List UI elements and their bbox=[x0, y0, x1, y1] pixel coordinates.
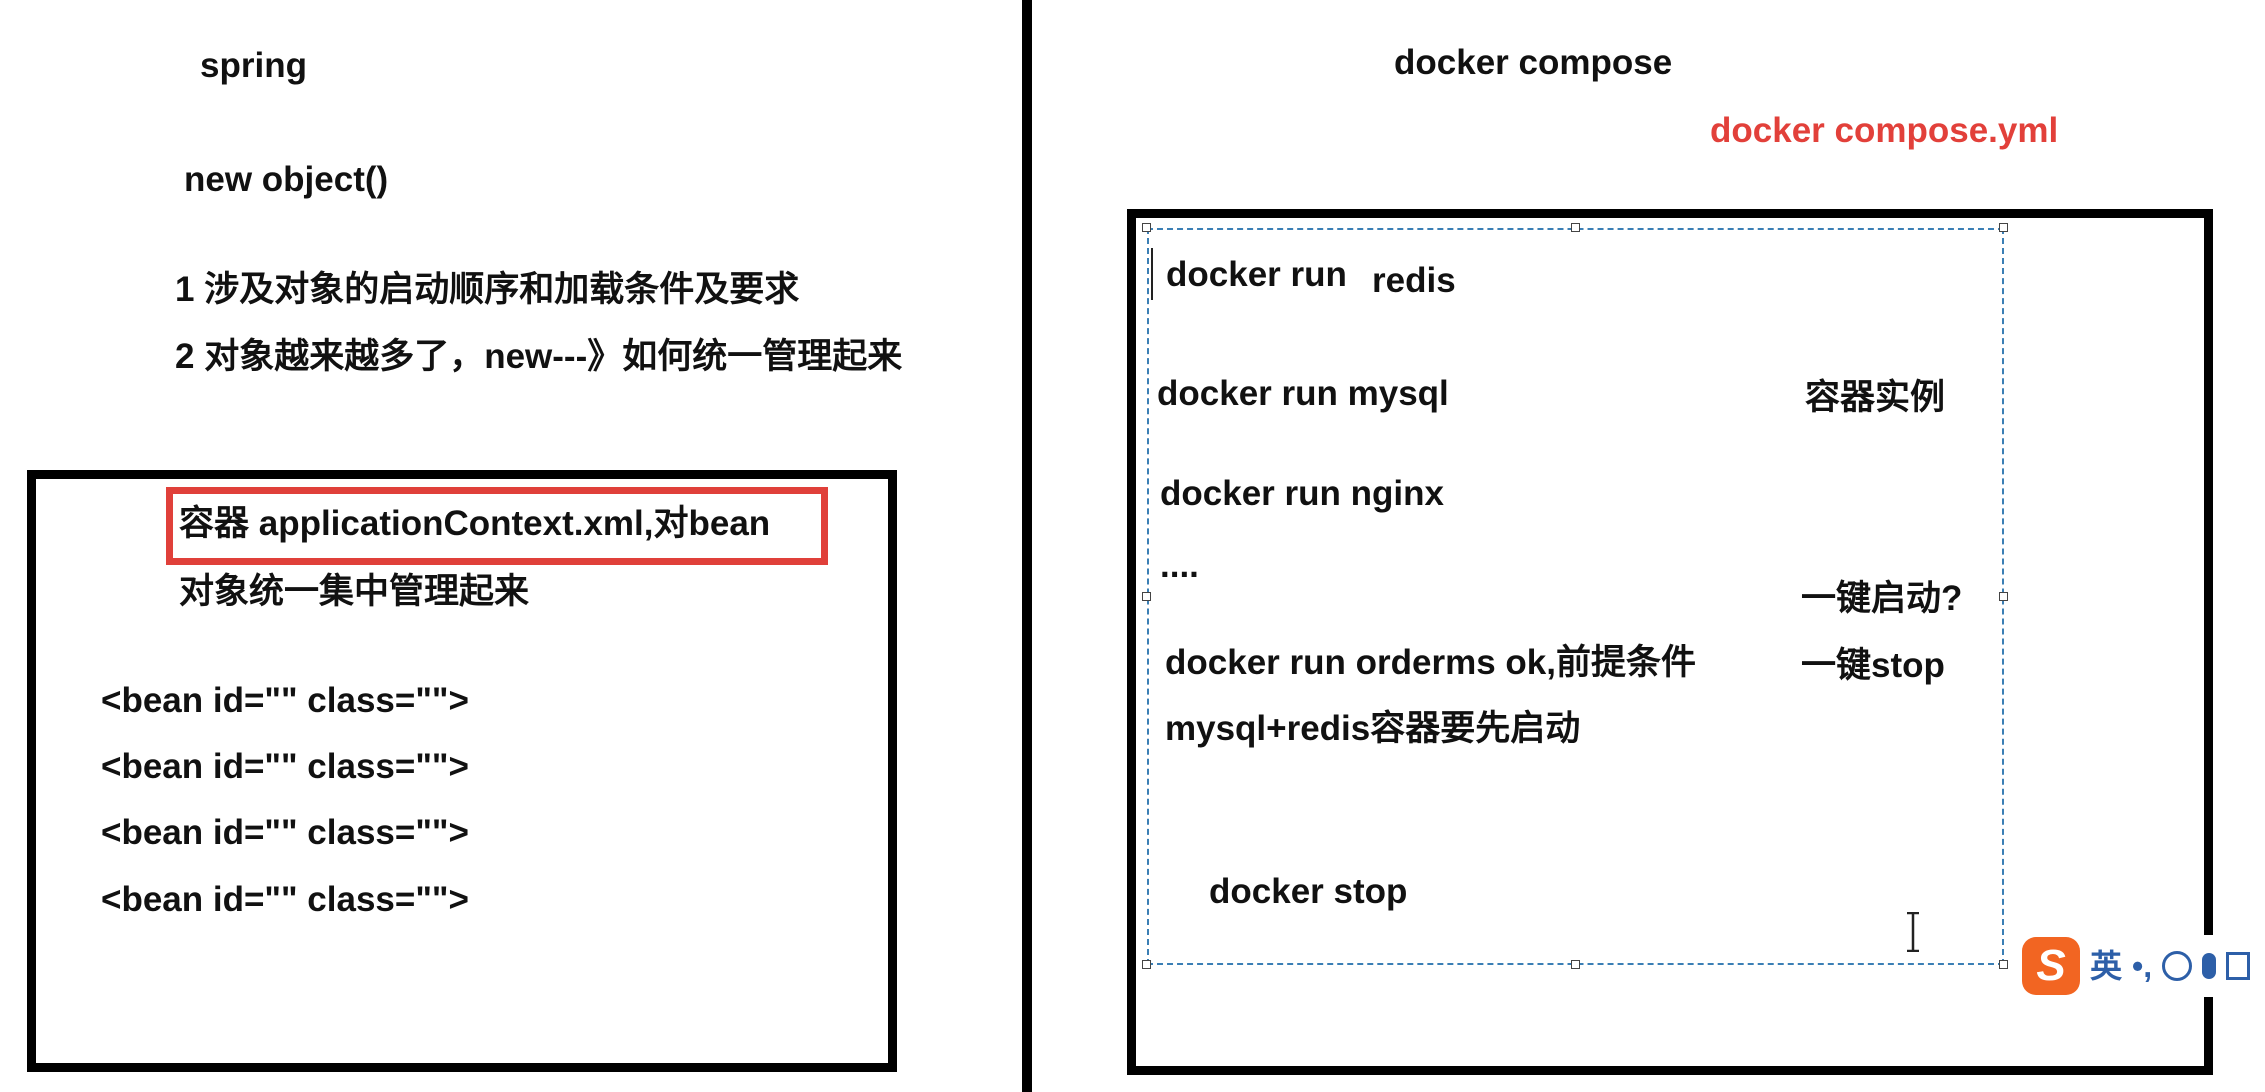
sogou-logo-icon[interactable]: S bbox=[2022, 937, 2080, 995]
container-desc: 对象统一集中管理起来 bbox=[179, 572, 530, 611]
resize-handle-bl[interactable] bbox=[1142, 960, 1151, 969]
ibeam-cursor-icon bbox=[1907, 912, 1919, 952]
keyboard-icon[interactable] bbox=[2226, 952, 2251, 980]
left-container-box bbox=[27, 470, 897, 1072]
point-1: 1 涉及对象的启动顺序和加载条件及要求 bbox=[175, 270, 800, 309]
vertical-divider bbox=[1022, 0, 1032, 1092]
mic-icon[interactable] bbox=[2202, 953, 2217, 979]
container-highlight-text: 容器 applicationContext.xml,对bean bbox=[179, 504, 771, 543]
right-container-box bbox=[1127, 209, 2213, 1075]
resize-handle-tl[interactable] bbox=[1142, 223, 1151, 232]
smile-icon[interactable] bbox=[2162, 951, 2193, 981]
docker-compose-title: docker compose bbox=[1394, 43, 1673, 82]
resize-handle-r[interactable] bbox=[1999, 592, 2008, 601]
ime-lang-toggle[interactable]: 英 bbox=[2090, 948, 2123, 984]
resize-handle-tr[interactable] bbox=[1999, 223, 2008, 232]
ime-toolbar[interactable]: S 英 •, bbox=[2022, 935, 2265, 997]
text-caret bbox=[1151, 248, 1153, 300]
bean-line-1: <bean id="" class=""> bbox=[101, 681, 469, 720]
redis-text: redis bbox=[1372, 261, 1456, 300]
docker-run-text: docker run bbox=[1166, 255, 1347, 294]
ellipsis-text: .... bbox=[1160, 546, 1199, 585]
docker-run-mysql: docker run mysql bbox=[1157, 374, 1449, 413]
point-2: 2 对象越来越多了，new---》如何统一管理起来 bbox=[175, 337, 903, 376]
bean-line-3: <bean id="" class=""> bbox=[101, 813, 469, 852]
spring-title: spring bbox=[200, 46, 307, 85]
bean-line-2: <bean id="" class=""> bbox=[101, 747, 469, 786]
docker-run-orderms: docker run orderms ok,前提条件 bbox=[1165, 643, 1696, 682]
resize-handle-b[interactable] bbox=[1571, 960, 1580, 969]
resize-handle-t[interactable] bbox=[1571, 223, 1580, 232]
highlight-box bbox=[166, 487, 828, 565]
docker-run-nginx: docker run nginx bbox=[1160, 474, 1444, 513]
compose-yml-label: docker compose.yml bbox=[1710, 111, 2059, 150]
resize-handle-l[interactable] bbox=[1142, 592, 1151, 601]
prereq-text: mysql+redis容器要先启动 bbox=[1165, 709, 1581, 748]
new-object-text: new object() bbox=[184, 160, 389, 199]
resize-handle-br[interactable] bbox=[1999, 960, 2008, 969]
one-click-start-text: 一键启动? bbox=[1801, 579, 1963, 618]
docker-stop-text: docker stop bbox=[1209, 872, 1408, 911]
container-instance-text: 容器实例 bbox=[1805, 378, 1946, 417]
one-click-stop-text: 一键stop bbox=[1801, 646, 1945, 685]
bean-line-4: <bean id="" class=""> bbox=[101, 880, 469, 919]
ime-punct-toggle[interactable]: •, bbox=[2132, 948, 2153, 984]
